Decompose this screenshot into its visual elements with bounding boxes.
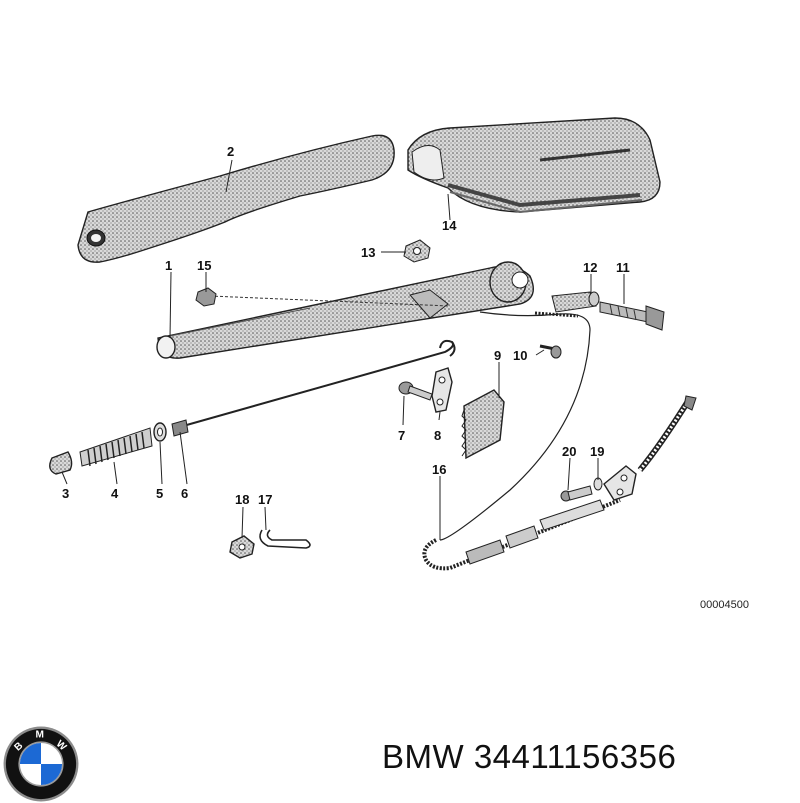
- part-cable-16: [422, 311, 697, 571]
- callouts: 1 2 3 4 5 6 7 8 9 10 11 12 13 14 15 16 1…: [62, 144, 630, 507]
- diagram-id: 00004500: [700, 599, 749, 611]
- part-number: 34411156356: [473, 738, 677, 775]
- callout-19: 19: [590, 444, 604, 459]
- part-nut-15: [195, 287, 217, 307]
- part-cover: [407, 117, 661, 214]
- part-bolt-7: [398, 381, 433, 401]
- part-spring-4: [79, 427, 153, 467]
- callout-3: 3: [62, 486, 69, 501]
- part-hand-grip: [77, 134, 395, 263]
- callout-8: 8: [434, 428, 441, 443]
- part-bolt-20: [560, 485, 593, 502]
- callout-10: 10: [513, 348, 527, 363]
- callout-5: 5: [156, 486, 163, 501]
- part-segment-9: [461, 389, 505, 460]
- callout-12: 12: [583, 260, 597, 275]
- callout-11: 11: [616, 260, 630, 275]
- bmw-logo-letter-m: M: [36, 729, 44, 740]
- callout-7: 7: [398, 428, 405, 443]
- part-bolt-11: [599, 301, 665, 331]
- callout-1: 1: [165, 258, 172, 273]
- callout-17: 17: [258, 492, 272, 507]
- part-pin-10: [539, 344, 562, 359]
- callout-13: 13: [361, 245, 375, 260]
- part-washer-5: [153, 422, 167, 442]
- callout-9: 9: [494, 348, 501, 363]
- callout-6: 6: [181, 486, 188, 501]
- leader-lines: [61, 159, 625, 540]
- callout-14: 14: [442, 218, 457, 233]
- brand-name: BMW: [382, 738, 465, 775]
- bmw-logo: B M W: [3, 726, 79, 802]
- part-nut-13: [403, 239, 431, 263]
- part-nut-6: [171, 419, 189, 437]
- part-bracket: [603, 465, 637, 501]
- part-caption: BMW 34411156356: [382, 738, 676, 776]
- callout-18: 18: [235, 492, 249, 507]
- part-pawl-8: [431, 367, 453, 413]
- part-rod: [175, 339, 456, 429]
- part-lever-tube: [156, 261, 534, 359]
- callout-20: 20: [562, 444, 576, 459]
- callout-16: 16: [432, 462, 446, 477]
- callout-4: 4: [111, 486, 119, 501]
- part-nut-18: [229, 535, 255, 559]
- callout-2: 2: [227, 144, 234, 159]
- part-clip-17: [259, 529, 311, 549]
- part-cap-3: [49, 451, 73, 475]
- part-sleeve-12: [551, 291, 600, 313]
- callout-15: 15: [197, 258, 211, 273]
